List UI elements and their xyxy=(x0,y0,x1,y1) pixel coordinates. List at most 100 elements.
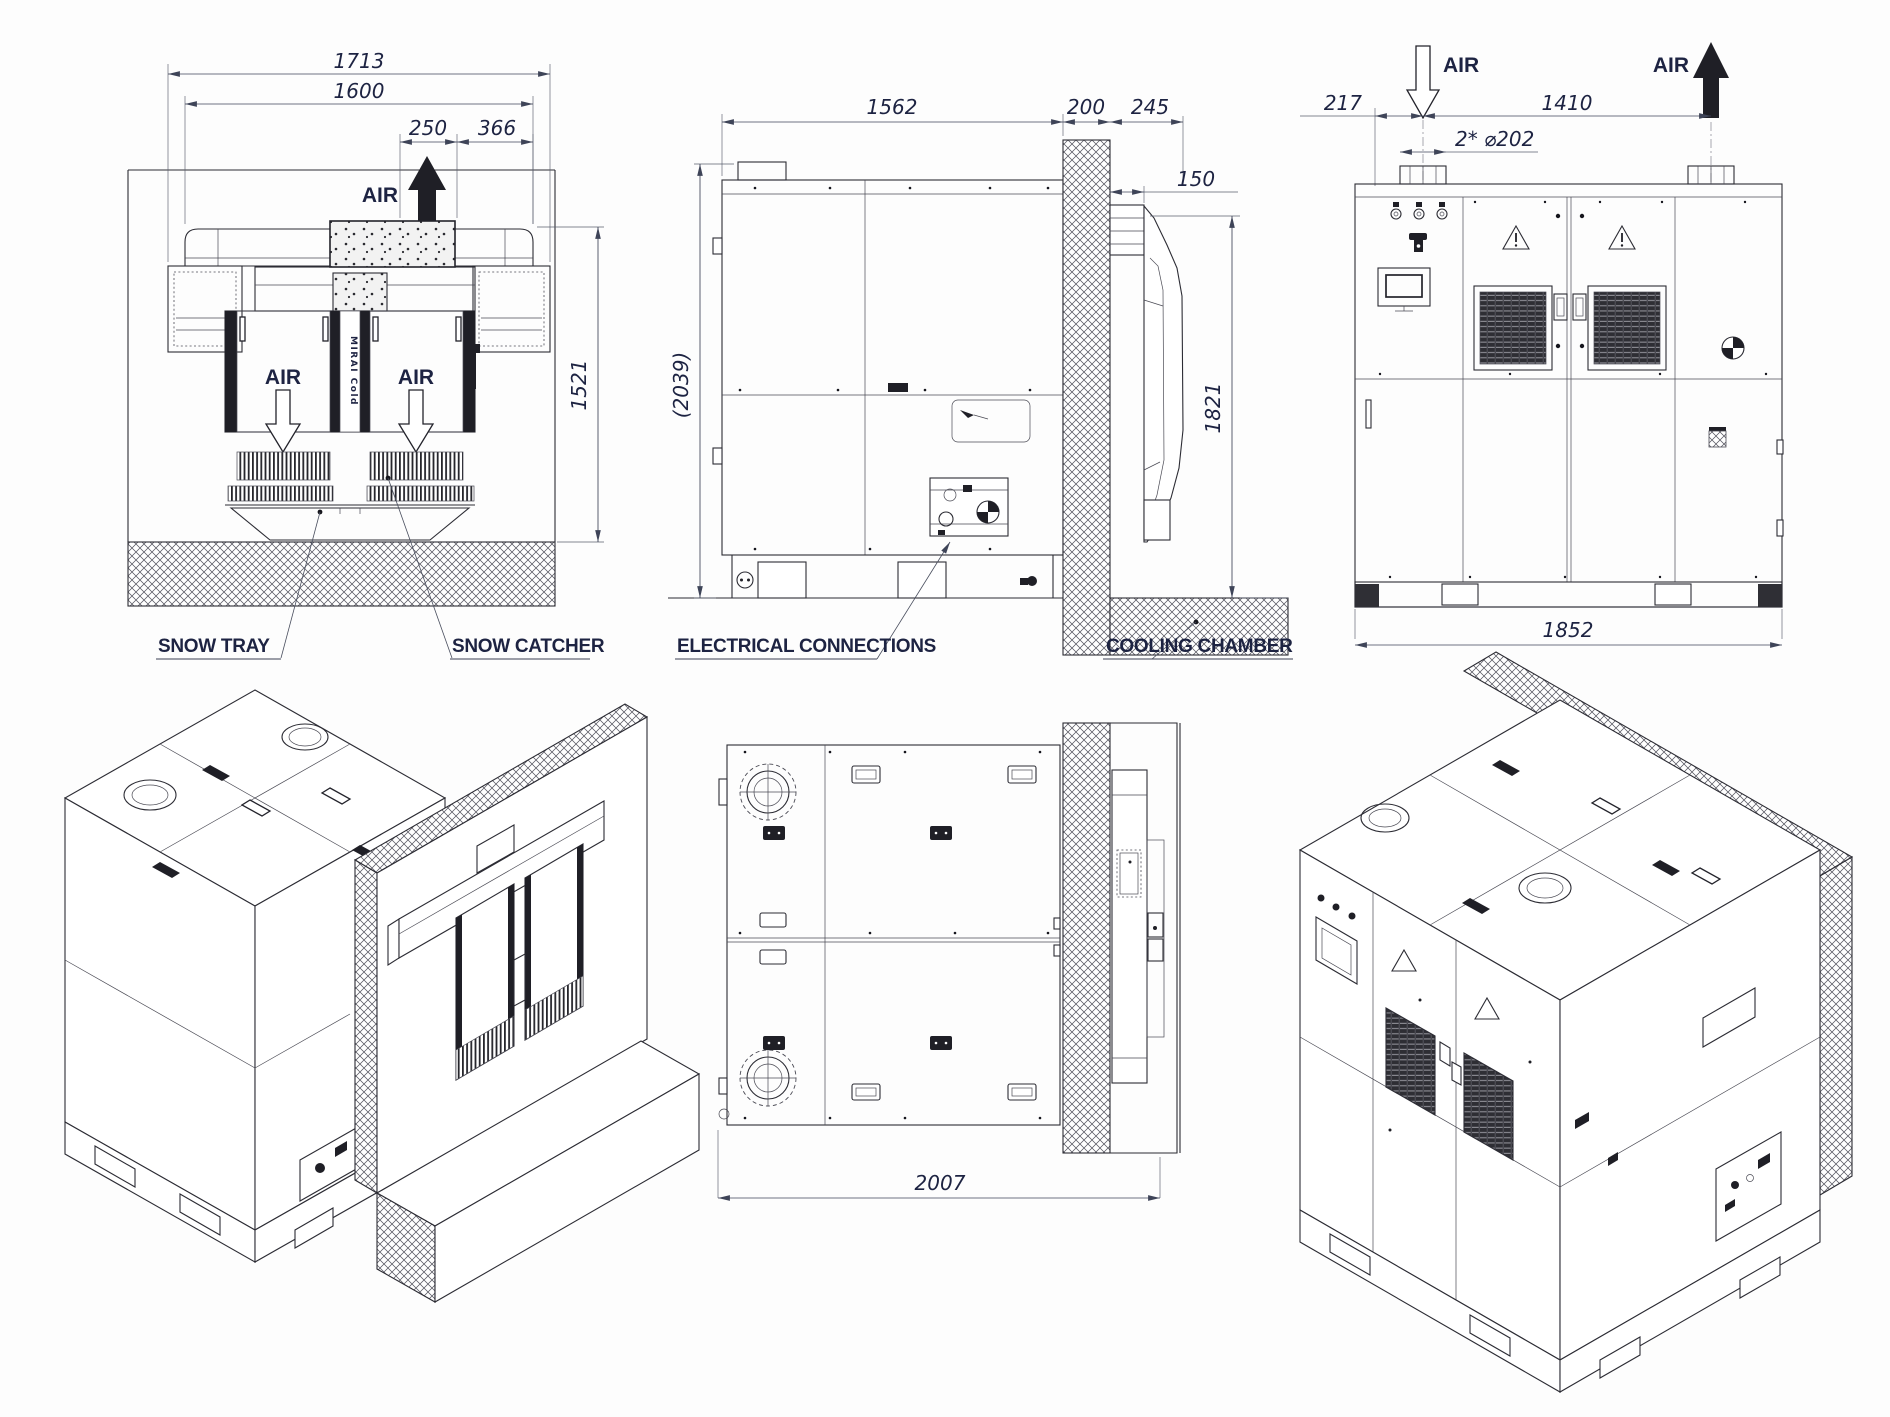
dimension-245: 245 xyxy=(1110,95,1184,186)
iso2-roof-handles xyxy=(1462,760,1722,914)
dimension-200: 200 xyxy=(1063,95,1110,125)
air-in-label: AIR xyxy=(1443,54,1479,77)
dimension-217: 217 xyxy=(1300,91,1423,186)
iso-chamber-floor xyxy=(375,1040,701,1303)
dimension-250-366: 250 366 xyxy=(399,116,534,224)
snow-catcher-plan xyxy=(1111,769,1165,1084)
dim-catcher-height: 1821 xyxy=(1201,383,1225,434)
snow-catcher-label: SNOW CATCHER xyxy=(452,636,605,657)
chamber-boundary-plan xyxy=(1110,722,1181,1154)
dim-front-overall-width: 1852 xyxy=(1543,618,1594,642)
chamber-room xyxy=(127,169,556,607)
panel-screws-front xyxy=(1378,200,1768,579)
chamber-wall-hatch-plan xyxy=(1062,722,1111,1154)
panel-screws xyxy=(738,186,1050,551)
iso2-grille-1 xyxy=(1385,1007,1436,1116)
dimension-1521: 1521 xyxy=(537,226,604,543)
air-outlet-arrow: AIR xyxy=(362,156,446,221)
chamber-floor-slab xyxy=(1109,597,1289,656)
iso2-side-label xyxy=(1702,987,1756,1048)
iso2-warning-triangle-2 xyxy=(1474,996,1500,1020)
dim-side-depth: 1562 xyxy=(867,95,918,119)
callout-snow-catcher: SNOW CATCHER xyxy=(385,475,605,660)
brand-label: MIRAI Cold xyxy=(348,336,358,406)
display-screen xyxy=(1377,267,1431,312)
roof-duct-ring-front xyxy=(739,763,797,821)
air-out-arrow: AIR xyxy=(1653,42,1729,118)
dim-duct-offset-left: 217 xyxy=(1324,91,1362,115)
dimension-1852: 1852 xyxy=(1354,609,1783,648)
dim-front-duct-offset: 250 xyxy=(409,116,447,140)
dimension-1821: 1821 xyxy=(1150,215,1288,599)
snow-tray-label: SNOW TRAY xyxy=(158,636,270,657)
chamber-floor-hatch xyxy=(127,541,556,607)
vent-fan-knob xyxy=(1721,336,1745,360)
iso2-unit xyxy=(1298,699,1822,1393)
air-intake-left-arrow xyxy=(264,389,302,454)
dim-catcher-offset: 150 xyxy=(1177,167,1215,191)
dim-front-height: 1521 xyxy=(567,360,591,411)
iso-electrical-box xyxy=(299,1126,359,1202)
snow-tray xyxy=(229,507,471,541)
duct-collar-right xyxy=(1687,165,1735,185)
roof-handles xyxy=(759,765,1037,1101)
iso-snow-catcher xyxy=(387,800,605,1081)
snow-machine-side xyxy=(712,161,1064,599)
dimension-1562: 1562 xyxy=(721,95,1064,176)
snow-machine-front: MIRAI Cold AIR AIR xyxy=(167,220,551,541)
plenum xyxy=(184,228,534,267)
roof-duct-ring-rear xyxy=(739,1049,797,1107)
duct-collar-side xyxy=(737,161,787,181)
dim-front-duct-to-edge: 366 xyxy=(478,116,516,140)
electrical-connections-label: ELECTRICAL CONNECTIONS xyxy=(677,636,936,657)
iso2-right-face xyxy=(1575,987,1782,1242)
side-return-box-left xyxy=(167,265,243,353)
dim-front-overall-width: 1713 xyxy=(334,49,385,73)
air-outlet-label: AIR xyxy=(362,184,398,207)
snow-machine-front-exterior xyxy=(1354,165,1784,608)
view-iso-chamber xyxy=(63,689,701,1303)
dimension-1713: 1713 xyxy=(167,49,551,262)
dimension-2007: 2007 xyxy=(717,1130,1161,1201)
grate-right xyxy=(369,451,464,481)
dimension-duct-diameter: 2* ⌀202 xyxy=(1400,127,1538,155)
electrical-connections-box xyxy=(929,477,1009,537)
view-iso-exterior xyxy=(1298,651,1854,1393)
dim-protrusion: 245 xyxy=(1131,95,1169,119)
snow-catcher-front: MIRAI Cold AIR AIR xyxy=(224,310,480,506)
vent-grille-right xyxy=(1572,285,1667,371)
dim-duct-spacing: 1410 xyxy=(1542,91,1593,115)
outlet-duct-hatched xyxy=(329,220,456,268)
power-inlet-icon xyxy=(736,571,754,589)
view-top-plan: 2007 xyxy=(717,722,1181,1201)
door-fasteners xyxy=(1555,213,1585,349)
cooling-chamber-label: COOLING CHAMBER xyxy=(1106,636,1293,657)
air-in-arrow: AIR xyxy=(1405,45,1479,120)
callout-electrical: ELECTRICAL CONNECTIONS xyxy=(675,541,951,660)
air-intake-right-label: AIR xyxy=(398,366,434,389)
callout-cooling-chamber: COOLING CHAMBER xyxy=(1103,619,1293,660)
roof-screws xyxy=(738,750,1050,1120)
iso2-front-face xyxy=(1299,892,1561,1300)
dimension-1410: 1410 xyxy=(1423,91,1711,119)
snow-catcher-side xyxy=(1109,204,1184,543)
air-intake-right-arrow xyxy=(397,389,435,454)
duct-collar-left xyxy=(1399,165,1447,185)
sensor-nozzle xyxy=(467,344,480,353)
dim-wall-thickness: 200 xyxy=(1067,95,1105,119)
iso2-roof-duct-rings xyxy=(1360,803,1572,904)
iso2-display xyxy=(1315,916,1358,985)
control-panel xyxy=(1377,202,1448,312)
vent-grille-left xyxy=(1473,285,1568,371)
base-frame-side xyxy=(731,554,1054,599)
iso2-electrical-box xyxy=(1715,1131,1782,1242)
grille-latch-right xyxy=(1572,293,1587,321)
warning-triangle-right xyxy=(1608,224,1636,250)
dim-front-plenum-width: 1600 xyxy=(334,79,385,103)
snow-machine-top xyxy=(718,744,1061,1126)
view-side-section: 1562 200 245 150 (2039) 1821 ELECTRICAL … xyxy=(668,95,1293,660)
dimension-150: 150 xyxy=(1110,167,1238,203)
base-frame-front xyxy=(1354,581,1783,608)
iso2-warning-triangle-1 xyxy=(1391,948,1417,972)
dimension-1600: 1600 xyxy=(184,79,534,224)
